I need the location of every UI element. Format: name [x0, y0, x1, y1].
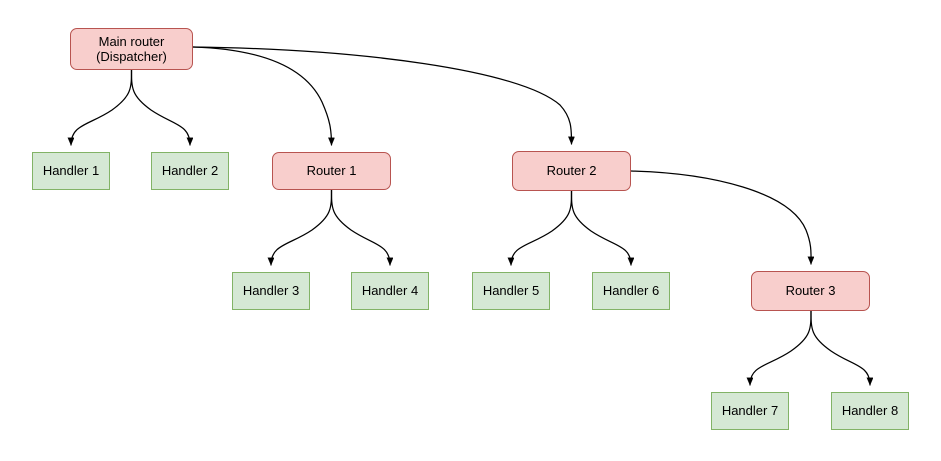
edge-main-to-router-2	[192, 46, 572, 144]
node-handler-6[interactable]: Handler 6	[592, 272, 670, 310]
edge-router-1-to-handler-3	[271, 189, 333, 265]
edge-router-2-to-handler-5	[511, 190, 573, 265]
node-handler-7[interactable]: Handler 7	[711, 392, 789, 430]
node-handler-2[interactable]: Handler 2	[151, 152, 229, 190]
node-router-3[interactable]: Router 3	[751, 271, 870, 311]
node-main-router[interactable]: Main router (Dispatcher)	[70, 28, 193, 70]
edge-router-3-to-handler-8	[810, 310, 870, 385]
node-router-2[interactable]: Router 2	[512, 151, 631, 191]
edge-router-1-to-handler-4	[330, 189, 391, 265]
edge-main-to-router-1	[192, 46, 332, 145]
node-handler-5[interactable]: Handler 5	[472, 272, 550, 310]
node-handler-8[interactable]: Handler 8	[831, 392, 909, 430]
edge-router-3-to-handler-7	[750, 310, 812, 385]
node-handler-4[interactable]: Handler 4	[351, 272, 429, 310]
edge-main-to-handler-1	[71, 69, 133, 145]
node-handler-3[interactable]: Handler 3	[232, 272, 310, 310]
edge-main-to-handler-2	[130, 69, 191, 145]
node-router-1[interactable]: Router 1	[272, 152, 391, 190]
edge-router-2-to-router-3	[630, 170, 811, 264]
edge-router-2-to-handler-6	[570, 190, 632, 265]
node-handler-1[interactable]: Handler 1	[32, 152, 110, 190]
